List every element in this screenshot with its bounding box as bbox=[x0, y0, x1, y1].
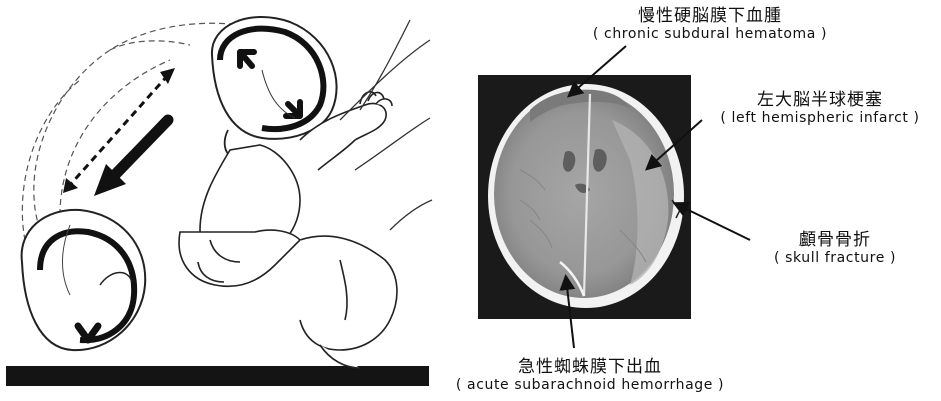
shaking-illustration bbox=[6, 17, 432, 386]
adult-hands bbox=[179, 230, 397, 368]
ct-scan bbox=[478, 75, 691, 319]
label-chronic-subdural-hematoma: 慢性硬脳膜下血腫 chronic subdural hematoma bbox=[570, 6, 850, 43]
label-en: skull fracture bbox=[740, 250, 930, 267]
ground-surface bbox=[6, 366, 429, 386]
label-jp: 左大脳半球梗塞 bbox=[700, 90, 940, 110]
label-jp: 慢性硬脳膜下血腫 bbox=[570, 6, 850, 26]
label-en: left hemispheric infarct bbox=[700, 110, 940, 127]
label-acute-subarachnoid-hemorrhage: 急性蜘蛛膜下出血 acute subarachnoid hemorrhage bbox=[420, 357, 760, 394]
motion-arrows bbox=[63, 68, 175, 196]
label-en: chronic subdural hematoma bbox=[570, 26, 850, 43]
lower-head bbox=[22, 210, 146, 350]
label-jp: 急性蜘蛛膜下出血 bbox=[420, 357, 760, 377]
label-left-hemispheric-infarct: 左大脳半球梗塞 left hemispheric infarct bbox=[700, 90, 940, 127]
label-jp: 顱骨骨折 bbox=[740, 230, 930, 250]
label-skull-fracture: 顱骨骨折 skull fracture bbox=[740, 230, 930, 267]
label-en: acute subarachnoid hemorrhage bbox=[420, 377, 760, 394]
